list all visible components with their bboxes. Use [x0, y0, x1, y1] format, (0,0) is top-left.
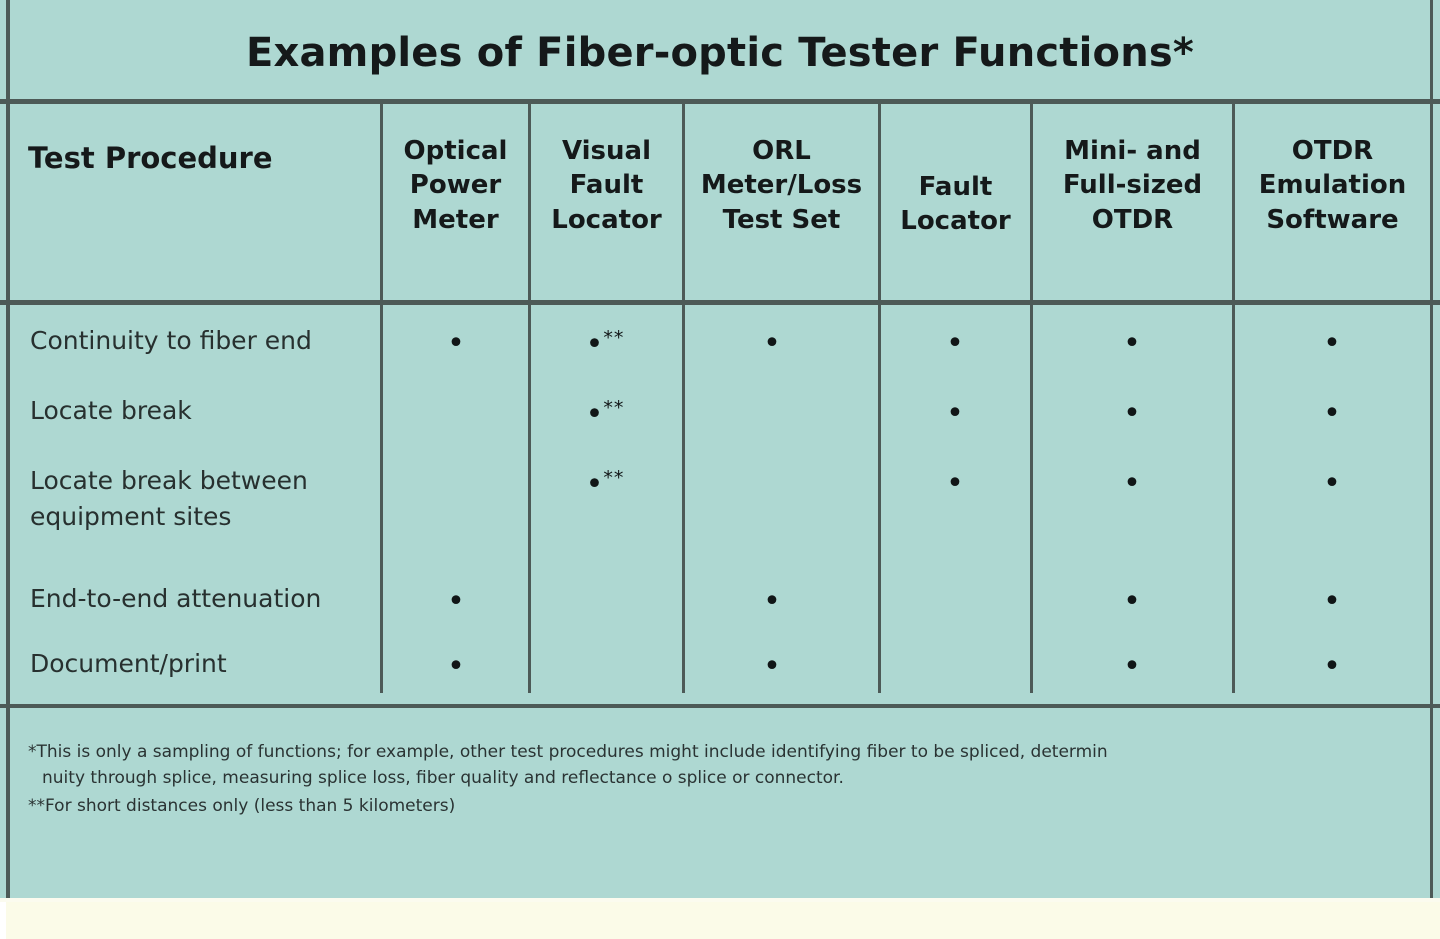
cell-mark: •	[1123, 396, 1141, 431]
cell-mark: •	[1123, 649, 1141, 684]
cell-mark: •	[1323, 396, 1341, 431]
cell-mark: •	[447, 584, 465, 619]
column-separator-2	[528, 104, 531, 693]
cell-mark: •	[946, 466, 964, 501]
footnote-line-2: nuity through splice, measuring splice l…	[42, 767, 844, 788]
column-separator-3	[682, 104, 685, 693]
cell-mark: •	[447, 326, 465, 361]
footnotes: *This is only a sampling of functions; f…	[28, 742, 1418, 822]
cell-mark: •**	[585, 467, 625, 502]
row-label: Continuity to fiber end	[30, 326, 312, 355]
table-title: Examples of Fiber-optic Tester Functions…	[245, 30, 1195, 76]
cell-mark: •	[1323, 649, 1341, 684]
table-panel: Examples of Fiber-optic Tester Functions…	[0, 0, 1440, 898]
column-header-test-procedure: Test Procedure	[10, 104, 380, 300]
cell-mark: •**	[585, 327, 625, 362]
column-separator-6	[1232, 104, 1235, 693]
footnote-line-1: *This is only a sampling of functions; f…	[28, 742, 1108, 762]
cell-mark: •	[1323, 466, 1341, 501]
bottom-strip-left-edge	[0, 902, 6, 939]
title-bottom-rule	[0, 99, 1440, 104]
panel-left-border	[6, 0, 10, 898]
cell-mark: •	[1123, 584, 1141, 619]
panel-right-border	[1430, 0, 1433, 898]
header-bottom-rule	[0, 300, 1440, 305]
cell-mark: •	[763, 584, 781, 619]
cell-mark: •	[763, 649, 781, 684]
cell-mark: •	[447, 649, 465, 684]
cell-mark: •	[946, 326, 964, 361]
column-separator-4	[878, 104, 881, 693]
cell-mark: •	[1123, 326, 1141, 361]
column-header-label: Test Procedure	[28, 141, 273, 175]
column-separator-5	[1030, 104, 1033, 693]
body-bottom-rule	[0, 704, 1440, 708]
bottom-strip	[0, 902, 1440, 939]
cell-mark: •	[946, 396, 964, 431]
cell-mark: •	[1323, 326, 1341, 361]
row-label: Locate break	[30, 396, 192, 425]
table-body: Continuity to fiber end • •** • • • • Lo…	[10, 305, 1430, 693]
footnote-line-3: **For short distances only (less than 5 …	[28, 796, 456, 817]
cell-mark: •	[1123, 466, 1141, 501]
column-separator-1	[380, 104, 383, 693]
row-label: Document/print	[30, 649, 227, 678]
row-label: Locate break between equipment sites	[30, 466, 308, 531]
cell-mark: •	[1323, 584, 1341, 619]
row-label: End-to-end attenuation	[30, 584, 322, 613]
cell-mark: •**	[585, 397, 625, 432]
cell-mark: •	[763, 326, 781, 361]
